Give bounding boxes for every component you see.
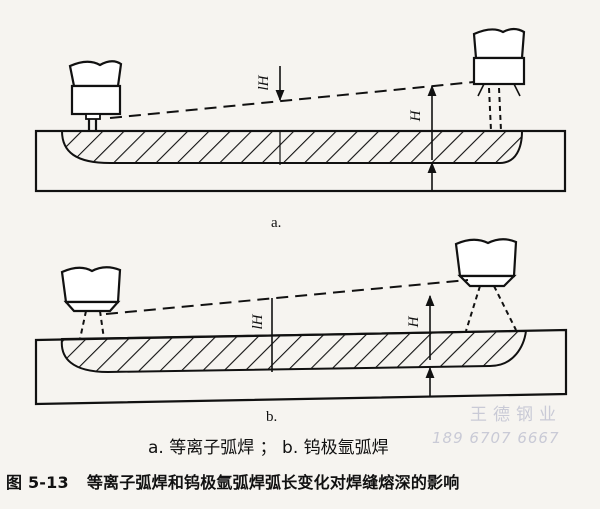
panel-b: lH H b. bbox=[34, 238, 568, 425]
arc-length-line-a bbox=[109, 81, 475, 119]
dimension-label-left-b: lH bbox=[250, 313, 266, 329]
figure-caption: 图 5-13 等离子弧焊和钨极氩弧焊弧长变化对焊缝熔深的影响 bbox=[6, 469, 459, 493]
arc-length-line-b bbox=[105, 279, 469, 315]
panel-b-label: b. bbox=[266, 409, 277, 425]
figure-legend: a. 等离子弧焊 ； b. 钨极氩弧焊 bbox=[148, 438, 389, 458]
caption-number: 图 5-13 bbox=[6, 473, 69, 492]
caption-title: 等离子弧焊和钨极氩弧焊弧长变化对焊缝熔深的影响 bbox=[86, 473, 460, 492]
panel-a: lH H a. bbox=[34, 27, 567, 231]
dimension-label-right-a: H bbox=[408, 109, 424, 122]
dimension-label-left-a: lH bbox=[256, 74, 272, 90]
torch-left-b bbox=[60, 266, 122, 340]
torch-left-a bbox=[68, 60, 123, 131]
dimension-label-right-b: H bbox=[406, 315, 422, 328]
weld-bead-b bbox=[60, 329, 528, 374]
panel-a-label: a. bbox=[271, 215, 281, 231]
weld-bead-a bbox=[60, 130, 524, 164]
torch-right-a bbox=[472, 27, 526, 132]
torch-right-b bbox=[454, 238, 518, 332]
